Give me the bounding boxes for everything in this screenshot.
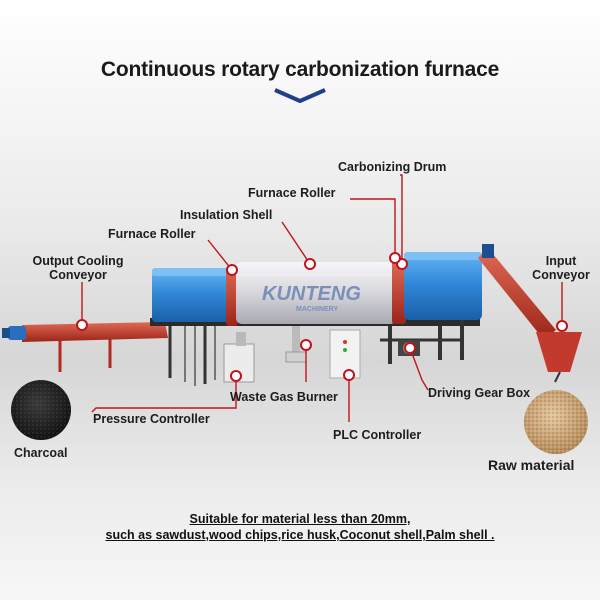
leader-furnace-roller-lower <box>207 239 233 271</box>
label-carbonizing-drum: Carbonizing Drum <box>338 160 447 174</box>
leader-insulation-shell <box>281 221 311 265</box>
brand-logo: KUNTENG <box>262 283 361 305</box>
label-input-line1: Input <box>545 254 577 268</box>
label-input-conveyor: Input Conveyor <box>524 254 598 282</box>
raw-material-sample <box>524 390 588 454</box>
leader-furnace-roller-upper <box>350 198 396 258</box>
label-input-line2: Conveyor <box>532 268 590 282</box>
label-output-cooling-line2: Conveyor <box>49 268 107 282</box>
right-roller-ring <box>392 260 406 324</box>
label-charcoal: Charcoal <box>14 446 68 460</box>
label-insulation-shell: Insulation Shell <box>180 208 273 222</box>
left-blue-housing <box>152 268 230 322</box>
page-title: Continuous rotary carbonization furnace <box>100 58 500 81</box>
charcoal-sample <box>11 380 71 440</box>
output-cooling-conveyor <box>2 322 168 372</box>
label-furnace-roller-lower: Furnace Roller <box>108 227 196 241</box>
burner-cabinet <box>223 332 255 383</box>
leader-pressure-controller <box>91 376 237 413</box>
label-output-cooling-conveyor: Output Cooling Conveyor <box>27 254 129 282</box>
marker-dots <box>76 252 568 382</box>
leader-lines <box>81 174 563 422</box>
right-blue-housing <box>404 252 482 320</box>
footer-line1: Suitable for material less than 20mm, <box>189 512 411 526</box>
plc-cabinet <box>329 329 361 379</box>
label-furnace-roller-upper: Furnace Roller <box>248 186 336 200</box>
label-plc-controller: PLC Controller <box>333 428 422 442</box>
label-waste-gas-burner: Waste Gas Burner <box>230 390 338 404</box>
title-chevron-icon <box>274 88 326 103</box>
label-pressure-controller: Pressure Controller <box>93 412 210 426</box>
label-raw-material: Raw material <box>488 457 575 473</box>
label-driving-gear-box: Driving Gear Box <box>428 386 531 400</box>
label-output-cooling-line1: Output Cooling <box>32 254 124 268</box>
leader-carbonizing-drum <box>400 174 403 264</box>
footer-line2: such as sawdust,wood chips,rice husk,Coc… <box>105 528 495 542</box>
carbonizing-drum <box>236 262 396 324</box>
left-roller-ring <box>226 266 238 326</box>
brand-sub: MACHINERY <box>296 306 338 313</box>
leader-driving-gear-box <box>409 347 429 391</box>
input-conveyor <box>478 244 582 383</box>
